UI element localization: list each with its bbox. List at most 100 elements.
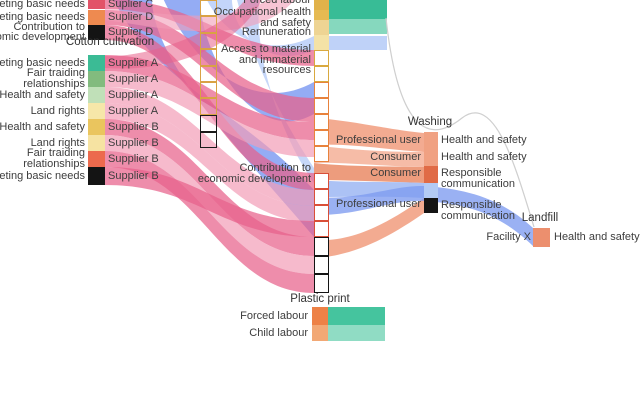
impact-label: Child labour <box>249 326 308 339</box>
actor-label: Professional user <box>336 134 421 146</box>
impact-label: Remuneration <box>241 26 311 38</box>
left-node-box[interactable] <box>88 10 105 25</box>
impact-label: Meeting basic needs <box>0 169 85 182</box>
impact-label: Occupational health and safety <box>213 6 311 29</box>
actor-label: Supplier A <box>108 104 159 117</box>
impact-label: Fair traiding relationships <box>23 147 85 170</box>
actor-label: Consumer <box>370 151 421 163</box>
impact-label: Contribution to economic development <box>197 162 311 185</box>
impact-label: Meeting basic needs <box>0 0 85 10</box>
flow-ribbon[interactable] <box>314 198 424 258</box>
stage-label-plastic-print: Plastic print <box>290 293 350 305</box>
outlined-node-box[interactable] <box>200 131 217 148</box>
impact-label: Access to material and immaterial resour… <box>221 43 311 76</box>
outlined-node-box[interactable] <box>314 255 329 275</box>
outlined-node-box[interactable] <box>200 98 217 115</box>
flow-ribbon[interactable] <box>314 163 424 183</box>
actor-label: Consumer <box>370 167 421 179</box>
flow-band[interactable] <box>329 0 387 19</box>
impact-label: Land rights <box>30 104 85 117</box>
outlined-node-box[interactable] <box>314 66 329 82</box>
flow-band[interactable] <box>329 19 387 34</box>
actor-label: Facility X <box>486 231 531 243</box>
outlined-node-box[interactable] <box>200 65 217 82</box>
flow-ribbon[interactable] <box>105 87 314 206</box>
center-node-box[interactable] <box>314 0 329 10</box>
outlined-node-box[interactable] <box>314 173 329 189</box>
actor-label: Supplier B <box>108 120 159 133</box>
outlined-node-box[interactable] <box>200 49 217 66</box>
left-node-box[interactable] <box>88 71 105 87</box>
plastic-node-box[interactable] <box>312 307 328 325</box>
actor-label: Supplier B <box>108 136 159 149</box>
center-node-box[interactable] <box>314 35 329 50</box>
impact-label: Responsible communication <box>441 167 515 190</box>
washing-node-box[interactable] <box>424 198 438 213</box>
landfill-node-box[interactable] <box>533 228 550 247</box>
left-node-box[interactable] <box>88 167 105 185</box>
outlined-node-box[interactable] <box>314 274 329 294</box>
actor-label: Supplier A <box>108 72 159 85</box>
actor-label: Suplier D <box>108 11 154 23</box>
outlined-node-box[interactable] <box>314 130 329 146</box>
impact-label: Contribution to economic development <box>0 20 85 43</box>
outlined-node-box[interactable] <box>200 32 217 50</box>
left-node-box[interactable] <box>88 135 105 151</box>
flow-band[interactable] <box>328 325 385 341</box>
outlined-node-box[interactable] <box>314 50 329 66</box>
washing-node-box[interactable] <box>424 166 438 183</box>
outlined-node-box[interactable] <box>314 237 329 256</box>
outlined-node-box[interactable] <box>314 205 329 221</box>
outlined-node-box[interactable] <box>314 146 329 162</box>
flow-ribbon[interactable] <box>105 119 314 256</box>
left-node-box[interactable] <box>88 87 105 103</box>
washing-node-box[interactable] <box>424 132 438 150</box>
left-node-box[interactable] <box>88 151 105 167</box>
actor-label: Professional user <box>336 198 421 210</box>
flow-ribbon[interactable] <box>105 151 314 293</box>
left-node-box[interactable] <box>88 103 105 119</box>
actor-label: Supplier A <box>108 88 159 101</box>
left-node-box[interactable] <box>88 25 105 40</box>
outlined-node-box[interactable] <box>314 221 329 237</box>
flow-ribbon[interactable] <box>314 185 533 246</box>
impact-label: Forced labour <box>240 309 308 322</box>
flow-ribbon[interactable] <box>105 103 314 222</box>
impact-label: Health and safety <box>554 231 640 243</box>
flow-ribbon[interactable] <box>105 0 264 69</box>
impact-label: Meeting basic needs <box>0 56 85 69</box>
flow-ribbon[interactable] <box>314 145 424 167</box>
impact-label: Health and safety <box>0 120 85 133</box>
stage-label-cotton-cultivation: Cotton cultivation <box>65 36 155 48</box>
washing-node-box[interactable] <box>424 183 438 198</box>
flow-band[interactable] <box>329 36 387 50</box>
outlined-node-box[interactable] <box>314 189 329 205</box>
flow-ribbon[interactable] <box>105 167 314 237</box>
impact-label: Fair traiding relationships <box>23 67 85 90</box>
impact-label: Responsible communication <box>441 199 515 222</box>
outlined-node-box[interactable] <box>200 82 217 99</box>
outlined-node-box[interactable] <box>314 114 329 130</box>
outlined-node-box[interactable] <box>200 0 217 17</box>
flow-band[interactable] <box>328 307 385 325</box>
stage-label-washing: Washing <box>407 116 453 128</box>
flow-ribbon[interactable] <box>314 118 424 152</box>
actor-label: Suplier C <box>108 0 154 10</box>
actor-label: Supplier B <box>108 152 159 165</box>
outlined-node-box[interactable] <box>200 16 217 33</box>
center-node-box[interactable] <box>314 10 329 20</box>
outlined-node-box[interactable] <box>314 82 329 98</box>
flow-ribbon[interactable] <box>105 0 298 32</box>
left-node-box[interactable] <box>88 0 105 9</box>
left-node-box[interactable] <box>88 119 105 135</box>
center-node-box[interactable] <box>314 20 329 35</box>
outlined-node-box[interactable] <box>314 98 329 114</box>
stage-label-landfill: Landfill <box>521 212 559 224</box>
washing-node-box[interactable] <box>424 150 438 166</box>
plastic-node-box[interactable] <box>312 325 328 341</box>
left-node-box[interactable] <box>88 55 105 71</box>
impact-label: Health and safety <box>441 134 527 146</box>
thin-flow-line[interactable] <box>385 17 535 228</box>
outlined-node-box[interactable] <box>200 115 217 132</box>
